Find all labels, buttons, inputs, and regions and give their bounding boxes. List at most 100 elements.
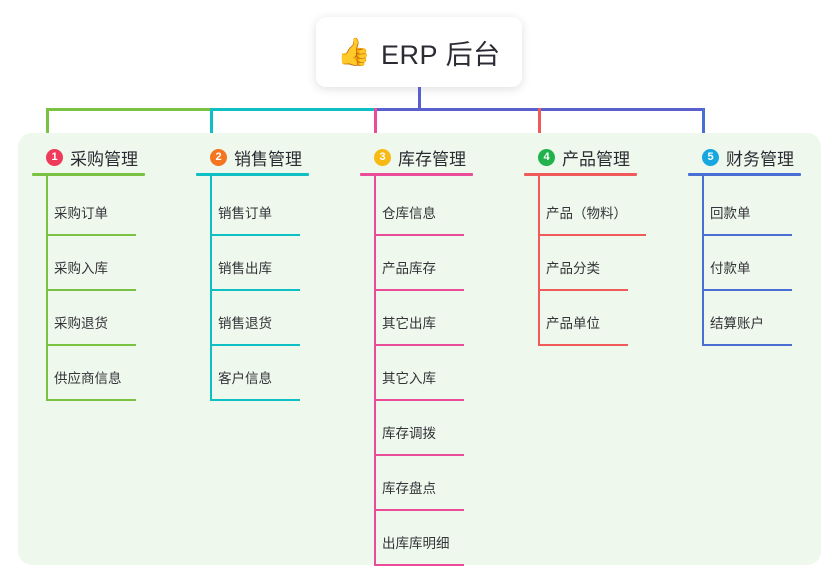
leaf-item[interactable]: 产品单位 <box>538 313 628 346</box>
branch-underline-1 <box>32 173 145 176</box>
leaf-label: 其它出库 <box>382 316 436 331</box>
leaf-item[interactable]: 出库库明细 <box>374 533 464 566</box>
leaf-label: 库存盘点 <box>382 481 436 496</box>
leaf-item[interactable]: 产品库存 <box>374 258 464 291</box>
branch-spine-1 <box>46 173 48 401</box>
leaf-item[interactable]: 其它出库 <box>374 313 464 346</box>
leaf-label: 产品（物料） <box>546 206 627 221</box>
leaf-underline <box>374 289 464 291</box>
branch-header-1[interactable]: 1 采购管理 <box>46 145 138 170</box>
branch-title-5: 财务管理 <box>726 150 794 169</box>
branch-title-3: 库存管理 <box>398 150 466 169</box>
leaf-underline <box>702 234 792 236</box>
leaf-label: 产品单位 <box>546 316 600 331</box>
leaf-underline <box>46 234 136 236</box>
branch-header-4[interactable]: 4 产品管理 <box>538 145 630 170</box>
leaf-label: 采购入库 <box>54 261 108 276</box>
root-node-card[interactable]: 👍 ERP 后台 <box>316 17 522 87</box>
branch-drop-3 <box>374 108 377 141</box>
branch-spine-2 <box>210 173 212 401</box>
leaf-item[interactable]: 回款单 <box>702 203 792 236</box>
thumbs-up-emoji: 👍 <box>337 36 372 67</box>
branch-underline-2 <box>196 173 309 176</box>
branch-column-1: 1 采购管理采购订单采购入库采购退货供应商信息 <box>18 133 182 565</box>
branch-column-4: 4 产品管理产品（物料） 产品分类产品单位 <box>510 133 674 565</box>
leaf-item[interactable]: 库存盘点 <box>374 478 464 511</box>
leaf-item[interactable]: 其它入库 <box>374 368 464 401</box>
leaf-item[interactable]: 采购退货 <box>46 313 136 346</box>
leaf-underline <box>374 454 464 456</box>
leaf-item[interactable]: 客户信息 <box>210 368 300 401</box>
branch-header-2[interactable]: 2 销售管理 <box>210 145 302 170</box>
leaf-item[interactable]: 销售退货 <box>210 313 300 346</box>
leaf-underline <box>46 344 136 346</box>
leaf-item[interactable]: 供应商信息 <box>46 368 136 401</box>
leaf-item[interactable]: 库存调拨 <box>374 423 464 456</box>
branch-underline-4 <box>524 173 637 176</box>
branch-spine-4 <box>538 173 540 346</box>
leaf-underline <box>702 289 792 291</box>
leaf-underline <box>46 399 136 401</box>
leaf-label: 销售退货 <box>218 316 272 331</box>
leaf-underline <box>538 289 628 291</box>
branch-spine-3 <box>374 173 376 566</box>
leaf-underline <box>210 234 300 236</box>
leaf-label: 销售订单 <box>218 206 272 221</box>
leaf-label: 客户信息 <box>218 371 272 386</box>
leaf-item[interactable]: 采购订单 <box>46 203 136 236</box>
branch-badge-3: 3 <box>374 149 391 166</box>
leaf-label: 其它入库 <box>382 371 436 386</box>
leaf-underline <box>702 344 792 346</box>
leaf-label: 采购退货 <box>54 316 108 331</box>
leaf-item[interactable]: 产品（物料） <box>538 203 646 236</box>
trunk-segment-1 <box>46 108 213 111</box>
leaf-label: 产品分类 <box>546 261 600 276</box>
leaf-label: 供应商信息 <box>54 371 122 386</box>
leaf-item[interactable]: 销售订单 <box>210 203 300 236</box>
branch-title-1: 采购管理 <box>70 150 138 169</box>
page-title: ERP 后台 <box>381 39 501 70</box>
branch-drop-4 <box>538 108 541 141</box>
branch-title-4: 产品管理 <box>562 150 630 169</box>
branch-drop-1 <box>46 108 49 141</box>
leaf-underline <box>210 399 300 401</box>
leaf-underline <box>374 509 464 511</box>
leaf-underline <box>210 289 300 291</box>
leaf-label: 结算账户 <box>710 316 764 331</box>
leaf-item[interactable]: 销售出库 <box>210 258 300 291</box>
branch-underline-5 <box>688 173 801 176</box>
branch-drop-5 <box>702 108 705 141</box>
branch-spine-5 <box>702 173 704 346</box>
branch-badge-2: 2 <box>210 149 227 166</box>
leaf-underline <box>374 234 464 236</box>
leaf-label: 销售出库 <box>218 261 272 276</box>
leaf-label: 采购订单 <box>54 206 108 221</box>
leaf-item[interactable]: 仓库信息 <box>374 203 464 236</box>
leaf-item[interactable]: 结算账户 <box>702 313 792 346</box>
leaf-label: 仓库信息 <box>382 206 436 221</box>
branch-header-3[interactable]: 3 库存管理 <box>374 145 466 170</box>
leaf-underline <box>374 344 464 346</box>
trunk-segment-4 <box>538 108 705 111</box>
branch-badge-4: 4 <box>538 149 555 166</box>
leaf-item[interactable]: 采购入库 <box>46 258 136 291</box>
branch-badge-1: 1 <box>46 149 63 166</box>
trunk-segment-2 <box>210 108 377 111</box>
branches-panel: 1 采购管理采购订单采购入库采购退货供应商信息 2 销售管理销售订单销售出库销售退货客… <box>18 133 821 566</box>
branch-column-2: 2 销售管理销售订单销售出库销售退货客户信息 <box>182 133 346 565</box>
leaf-item[interactable]: 产品分类 <box>538 258 628 291</box>
leaf-underline <box>210 344 300 346</box>
leaf-label: 回款单 <box>710 206 751 221</box>
branch-title-2: 销售管理 <box>234 150 302 169</box>
root-connector-stem <box>418 87 421 111</box>
branch-column-3: 3 库存管理仓库信息产品库存其它出库其它入库库存调拨库存盘点出库库明细 <box>346 133 510 566</box>
leaf-underline <box>374 564 464 566</box>
leaf-label: 产品库存 <box>382 261 436 276</box>
leaf-underline <box>538 234 646 236</box>
leaf-item[interactable]: 付款单 <box>702 258 792 291</box>
leaf-label: 库存调拨 <box>382 426 436 441</box>
leaf-label: 出库库明细 <box>382 536 450 551</box>
